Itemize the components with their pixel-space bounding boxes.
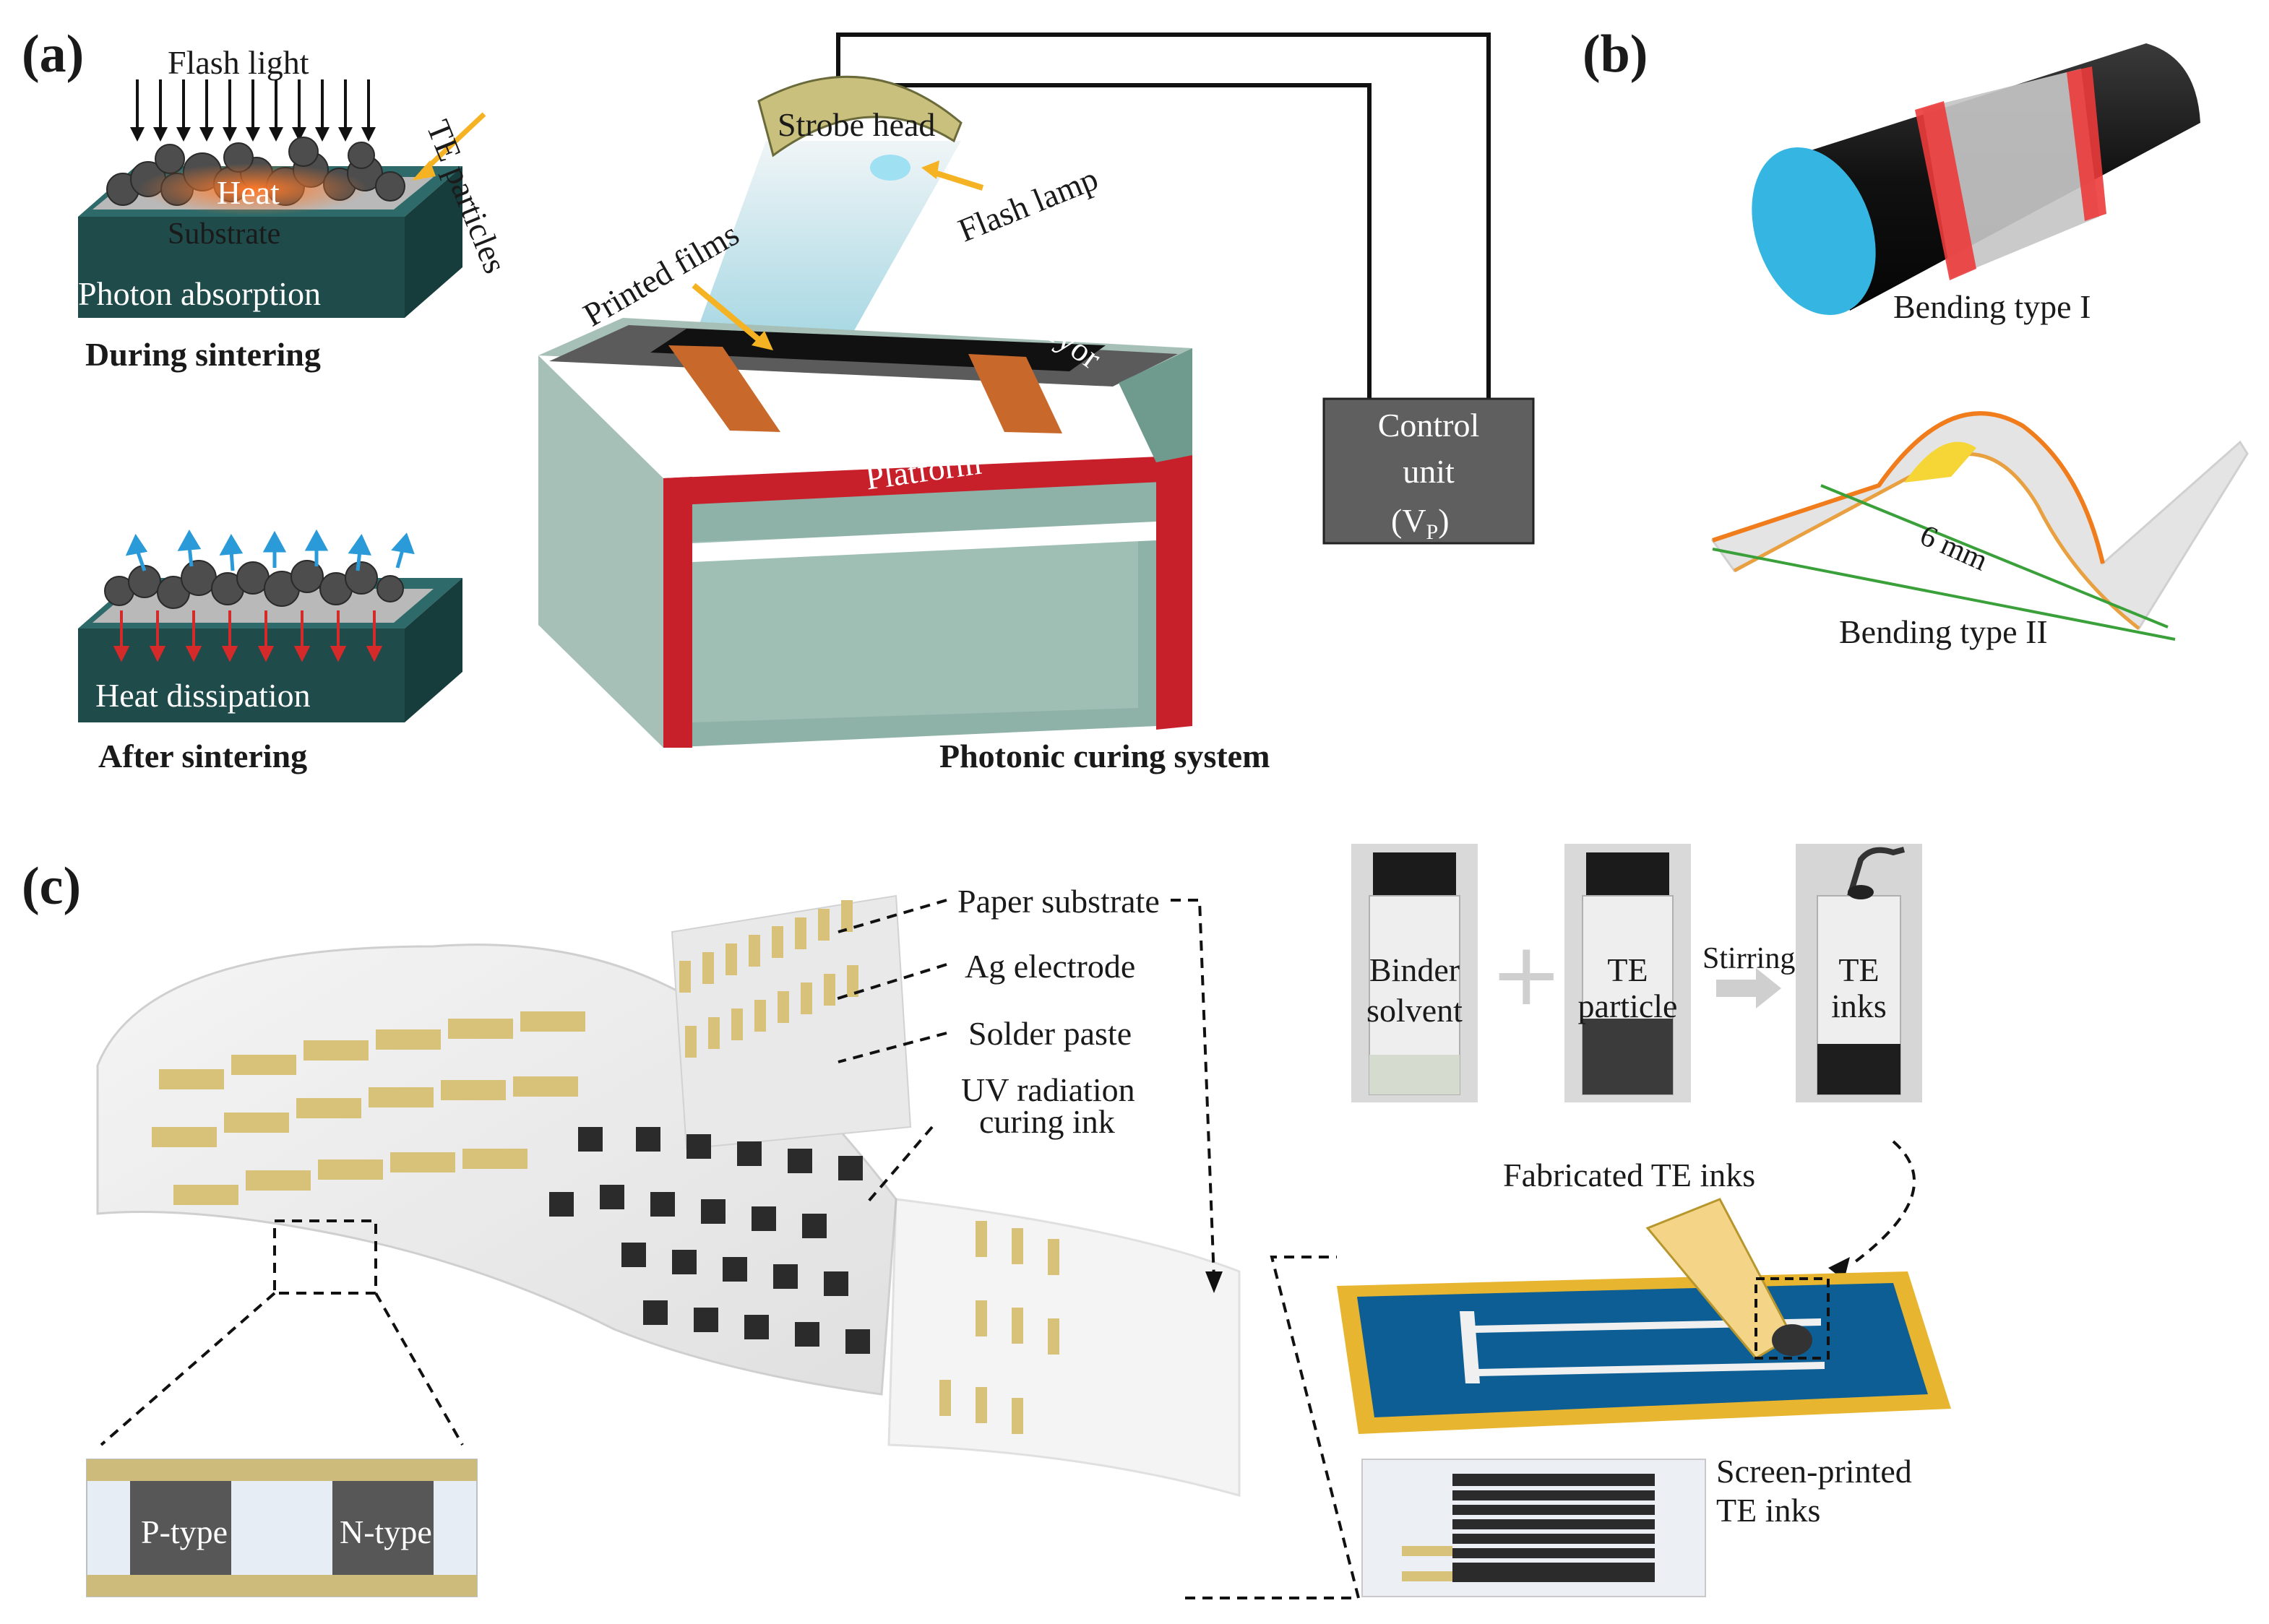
control-unit-label-2: unit [1403, 453, 1455, 490]
heat-label: Heat [217, 174, 280, 211]
flexible-teg-gold-legs [152, 900, 1059, 1434]
printed-films-pointer-head [752, 331, 773, 350]
uv-curing-ink-label-2: curing ink [979, 1103, 1115, 1140]
photon-absorption-label: Photon absorption [78, 275, 322, 312]
after-sintering-caption: After sintering [98, 738, 308, 774]
paper-substrate-label: Paper substrate [957, 883, 1160, 920]
printed-films-pointer [692, 282, 761, 342]
bottle-photos-artwork [1351, 844, 1922, 1102]
bending-type-2-label: Bending type II [1839, 613, 2048, 650]
control-unit-voltage: (VP) [1391, 504, 1450, 543]
voltage-subscript: P [1426, 520, 1439, 545]
strobe-head [757, 75, 963, 157]
te-particles-pointer [421, 112, 486, 174]
photonic-curing-caption: Photonic curing system [939, 738, 1270, 774]
screen-printed-label-2: TE inks [1716, 1492, 1821, 1529]
te-inks-label-2: inks [1831, 988, 1887, 1024]
plus-sign: + [1490, 925, 1563, 1025]
flash-light-arrows [136, 79, 370, 129]
platform-box [538, 318, 1192, 748]
bending-type-1-label: Bending type I [1893, 288, 2091, 325]
flash-light-label: Flash light [168, 44, 309, 81]
flash-lamp [870, 155, 910, 181]
heat-dissipation-label: Heat dissipation [95, 677, 311, 714]
te-particle-label-2: particle [1577, 988, 1678, 1024]
strobe-head-label: Strobe head [778, 106, 936, 143]
during-sintering-caption: During sintering [85, 336, 321, 373]
panel-label-b: (b) [1583, 25, 1648, 84]
flexible-teg-black-legs [549, 1127, 870, 1354]
control-unit-label-1: Control [1377, 407, 1480, 444]
uv-curing-ink-label-1: UV radiation [961, 1071, 1135, 1108]
te-particle-label-1: TE [1607, 951, 1648, 988]
binder-solvent-label-2: solvent [1366, 992, 1463, 1029]
te-particles-pointer-head [412, 160, 436, 181]
flash-lamp-pointer [931, 169, 984, 191]
heat-dissipation-arrows [113, 610, 383, 662]
leader-lines [100, 899, 1916, 1599]
stirring-arrow [1716, 968, 1781, 1008]
p-type-label: P-type [141, 1513, 228, 1550]
n-type-label: N-type [340, 1513, 432, 1550]
paper-arrowhead [1205, 1271, 1223, 1293]
solder-paste-label: Solder paste [968, 1015, 1132, 1052]
te-particles-after [104, 560, 404, 609]
bending-type-1-illustration [1752, 43, 2200, 316]
ag-electrode-label: Ag electrode [965, 948, 1136, 985]
panel-label-a: (a) [22, 25, 85, 84]
light-cone [694, 141, 961, 340]
panel-label-c: (c) [22, 857, 82, 916]
voltage-close: ) [1438, 502, 1450, 539]
stirring-label: Stirring [1702, 942, 1796, 975]
fabricated-te-inks-caption: Fabricated TE inks [1503, 1157, 1756, 1193]
bending-type-2-illustration [1710, 411, 2249, 641]
flash-light-arrowheads [130, 127, 376, 142]
screen-printed-label-1: Screen-printed [1716, 1453, 1912, 1490]
teg-cross-section [86, 1459, 478, 1597]
screen-printing-setup [1337, 1198, 1951, 1434]
flash-lamp-pointer-head [921, 160, 939, 179]
substrate-label: Substrate [168, 217, 281, 251]
voltage-symbol: (V [1391, 502, 1426, 539]
screen-printed-sample [1361, 1459, 1706, 1597]
control-unit-box [1322, 397, 1535, 545]
heat-glow [137, 163, 369, 215]
te-inks-label-1: TE [1838, 951, 1880, 988]
binder-solvent-label-1: Binder [1369, 951, 1460, 988]
heat-escape-arrows [125, 529, 415, 571]
